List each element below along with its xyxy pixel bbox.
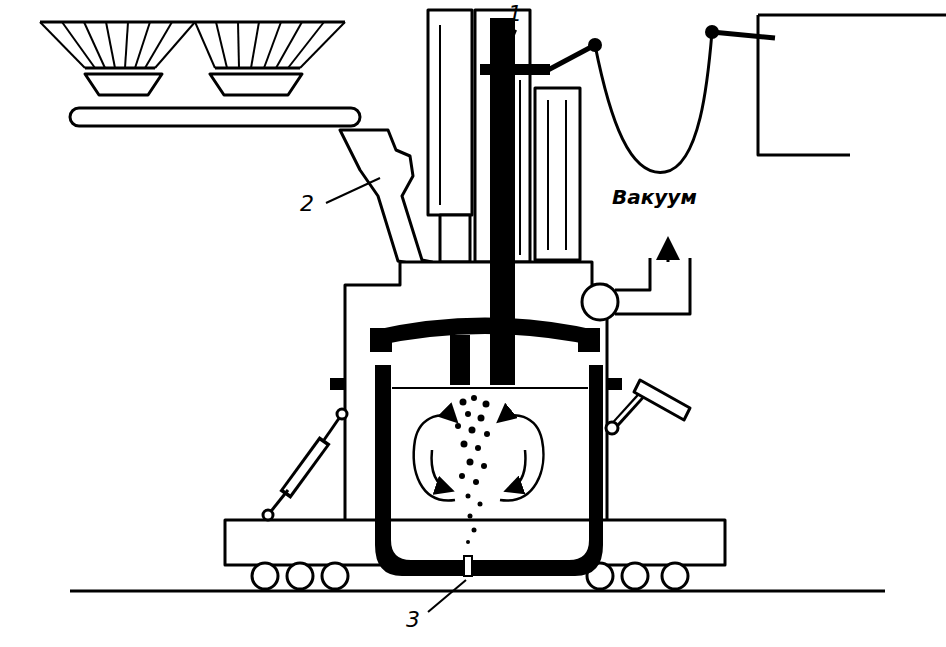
- flow-label: Вакуум: [612, 186, 697, 208]
- callout-number: 1: [508, 2, 522, 26]
- callout-number: 3: [406, 608, 420, 632]
- callout-number: 2: [300, 192, 314, 216]
